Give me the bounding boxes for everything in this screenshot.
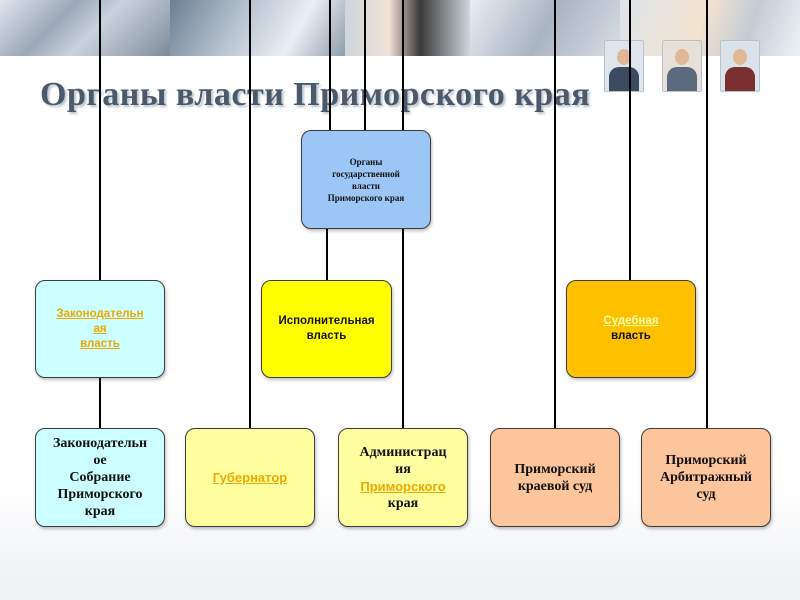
assembly-box: Законодательн ое Собрание Приморского кр…	[35, 428, 165, 527]
thumbnail-people-1	[604, 40, 644, 92]
root-line: государственной	[332, 168, 400, 179]
regional-court-line: краевой суд	[517, 478, 593, 494]
legislative-line: ая	[93, 322, 107, 335]
page-title: Органы власти Приморского края	[40, 76, 591, 113]
banner-photo-laptop	[470, 0, 620, 56]
banner-photo-meeting	[170, 0, 345, 56]
judicial-branch-box: Судебная власть	[566, 280, 696, 378]
header-banner	[0, 0, 800, 56]
thumbnail-people-2	[662, 40, 702, 92]
arbitration-court-line: Арбитражный	[659, 470, 752, 485]
root-box: Органы государственной власти Приморског…	[301, 130, 431, 229]
executive-branch-box: Исполнительная власть	[261, 280, 392, 378]
assembly-line: края	[84, 504, 116, 519]
regional-court-box: Приморский краевой суд	[490, 428, 620, 527]
arbitration-court-line: суд	[696, 487, 716, 502]
assembly-line: Собрание	[69, 470, 131, 485]
banner-photo-buildings	[0, 0, 170, 56]
arbitration-court-box: Приморский Арбитражный суд	[641, 428, 771, 527]
legislative-line: Законодательн	[56, 307, 144, 320]
regional-court-line: Приморский	[514, 461, 596, 477]
governor-box: Губернатор	[185, 428, 315, 527]
administration-line: Администрац	[359, 444, 447, 460]
executive-line: Исполнительная	[278, 315, 375, 327]
root-line: Органы	[349, 156, 383, 167]
assembly-line: Приморского	[57, 487, 143, 502]
thumbnail-people-3	[720, 40, 760, 92]
governor-label: Губернатор	[212, 470, 288, 485]
arbitration-court-line: Приморский	[665, 453, 747, 468]
judicial-line: Судебная	[603, 315, 659, 327]
judicial-line: власть	[611, 330, 651, 342]
assembly-line: ое	[93, 453, 107, 468]
administration-line: Приморского	[360, 478, 446, 494]
administration-line: края	[387, 495, 419, 511]
administration-box: Администрац ия Приморского края	[338, 428, 468, 527]
legislative-line: власть	[80, 337, 120, 350]
legislative-branch-box: Законодательн ая власть	[35, 280, 165, 378]
assembly-line: Законодательн	[52, 436, 148, 451]
executive-line: власть	[306, 330, 347, 342]
root-line: власти	[352, 180, 380, 191]
banner-photo-hands	[620, 0, 800, 56]
administration-line: ия	[395, 461, 411, 477]
root-line: Приморского края	[327, 192, 405, 203]
